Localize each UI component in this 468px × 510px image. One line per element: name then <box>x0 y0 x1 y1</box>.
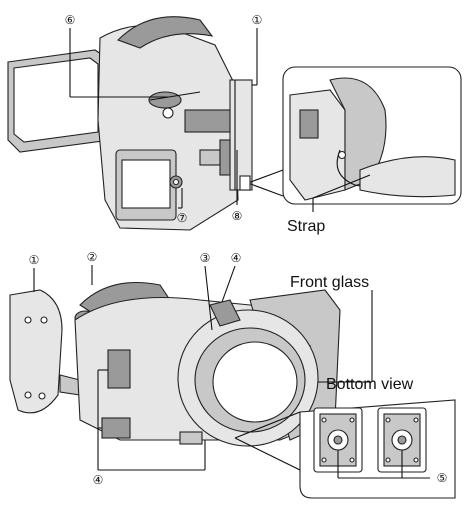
callout-6-top: ⑥ <box>65 13 76 27</box>
callout-2-bottom: ② <box>87 250 98 264</box>
callout-8-top: ⑧ <box>232 209 243 223</box>
housing-side-view <box>7 16 253 231</box>
callout-1-bottom: ① <box>29 253 40 267</box>
callout-3-bottom: ③ <box>200 251 211 265</box>
label-front-glass: Front glass <box>290 274 369 291</box>
label-strap: Strap <box>287 218 325 235</box>
callout-4-bottom-left: ④ <box>93 473 104 487</box>
label-bottom-view: Bottom view <box>326 376 414 393</box>
strap-inset <box>239 66 462 205</box>
bottom-view-inset <box>234 399 456 499</box>
callout-5: ⑤ <box>437 471 448 485</box>
callout-1-top: ① <box>252 13 263 27</box>
callout-7-top: ⑦ <box>177 211 188 225</box>
housing-front-view <box>9 282 341 447</box>
callout-4-top-right: ④ <box>231 251 242 265</box>
